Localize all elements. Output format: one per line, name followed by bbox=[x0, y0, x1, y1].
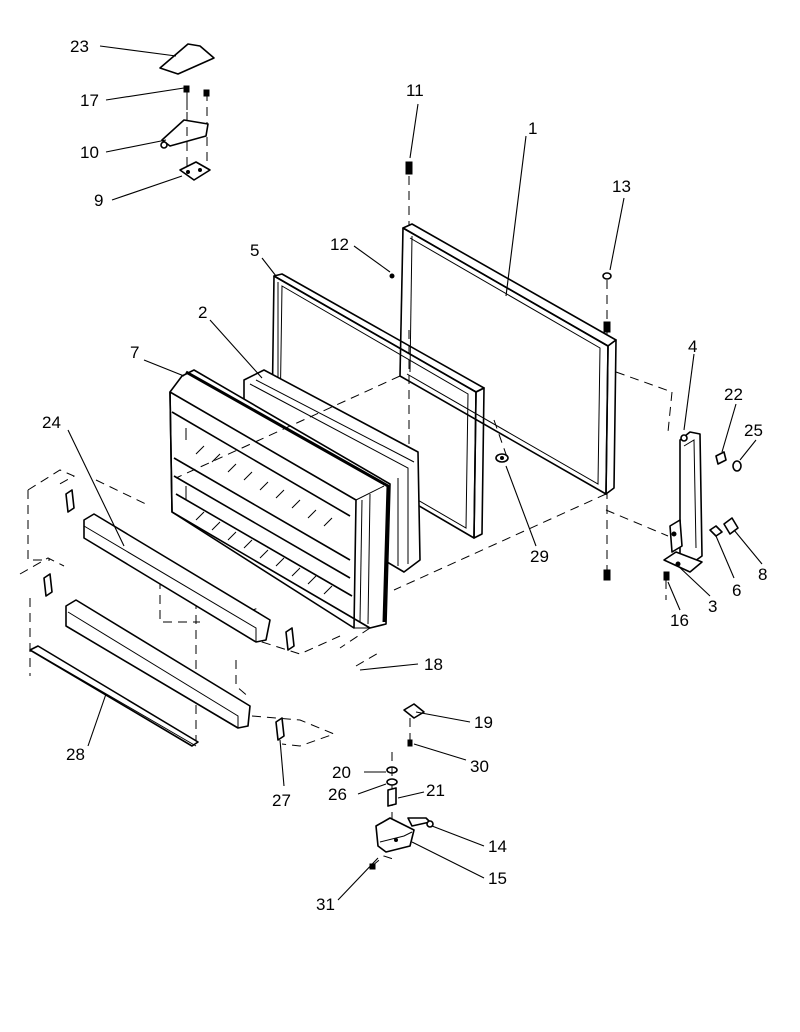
callout-2: 2 bbox=[198, 303, 207, 322]
screw-part-12 bbox=[389, 273, 395, 279]
hinge-cover-part-23 bbox=[159, 43, 215, 75]
callout-1: 1 bbox=[528, 119, 537, 138]
callout-6: 6 bbox=[732, 581, 741, 600]
callout-5: 5 bbox=[250, 241, 259, 260]
door-shelf-cover-part-28 bbox=[29, 573, 251, 747]
shelf-clip-part-27 bbox=[275, 717, 285, 741]
hinge-shim-part-9 bbox=[179, 161, 211, 181]
callout-14: 14 bbox=[488, 837, 507, 856]
callout-11: 11 bbox=[406, 81, 424, 100]
callout-27: 27 bbox=[272, 791, 291, 810]
callout-20: 20 bbox=[332, 763, 351, 782]
assembly-guide-lines bbox=[19, 371, 673, 747]
callout-23: 23 bbox=[70, 37, 89, 56]
callout-15: 15 bbox=[488, 869, 507, 888]
leader-lines bbox=[67, 45, 763, 901]
callout-31: 31 bbox=[316, 895, 335, 914]
callout-16: 16 bbox=[670, 611, 689, 630]
callout-29: 29 bbox=[530, 547, 549, 566]
spacer-part-6 bbox=[709, 525, 723, 537]
callout-18: 18 bbox=[424, 655, 443, 674]
lower-hinge-bracket-part-4 bbox=[679, 431, 703, 567]
callout-30: 30 bbox=[470, 757, 489, 776]
bracket-part-19 bbox=[403, 703, 425, 744]
callout-26: 26 bbox=[328, 785, 347, 804]
door-gasket-part-5 bbox=[271, 273, 485, 539]
callout-3: 3 bbox=[708, 597, 717, 616]
callout-22: 22 bbox=[724, 385, 743, 404]
callout-10: 10 bbox=[80, 143, 99, 162]
bottom-hinge-part-15 bbox=[375, 817, 415, 853]
callout-13: 13 bbox=[612, 177, 631, 196]
callout-28: 28 bbox=[66, 745, 85, 764]
screw-part-30 bbox=[407, 739, 413, 747]
bushing-part-21 bbox=[387, 787, 397, 807]
callout-24: 24 bbox=[42, 413, 61, 432]
hinge-pin-part-22 bbox=[715, 451, 727, 465]
washer-part-20 bbox=[386, 752, 398, 820]
bushing-part-25 bbox=[732, 460, 742, 472]
screw-part-16 bbox=[663, 571, 670, 600]
inner-door-dike-part-7 bbox=[169, 369, 391, 629]
callout-9: 9 bbox=[94, 191, 103, 210]
washer-part-26 bbox=[386, 778, 398, 786]
callout-19: 19 bbox=[474, 713, 493, 732]
hinge-pin-part-14 bbox=[407, 817, 434, 828]
callout-4: 4 bbox=[688, 337, 697, 356]
callout-25: 25 bbox=[744, 421, 763, 440]
callout-8: 8 bbox=[758, 565, 767, 584]
screws-part-13 bbox=[602, 272, 612, 581]
hinge-plate-part-3 bbox=[663, 519, 703, 573]
upper-hinge-part-10 bbox=[160, 112, 209, 168]
callout-labels: 23 17 10 9 11 1 13 12 5 2 7 24 4 22 25 6… bbox=[42, 37, 767, 914]
plug-part-29 bbox=[495, 453, 509, 463]
callout-7: 7 bbox=[130, 343, 139, 362]
callout-12: 12 bbox=[330, 235, 349, 254]
door-shelf-bar-part-24 bbox=[65, 489, 295, 651]
callout-17: 17 bbox=[80, 91, 99, 110]
callout-21: 21 bbox=[426, 781, 445, 800]
